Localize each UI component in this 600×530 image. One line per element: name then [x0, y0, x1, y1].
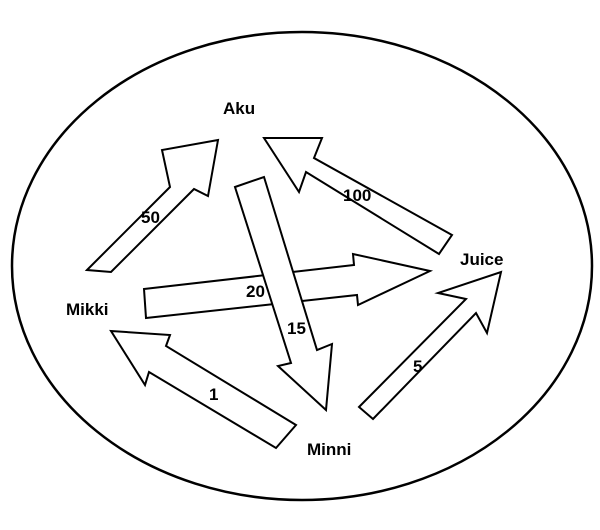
edge-label-mikki-juice: 20 — [246, 282, 265, 301]
edge-arrow-mikki-aku — [84, 138, 220, 274]
edge-label-mikki-aku: 50 — [141, 208, 160, 227]
edge-arrow-minni-juice — [357, 270, 503, 421]
edge-arrow-juice-aku — [262, 137, 454, 256]
edge-label-juice-aku: 100 — [343, 186, 371, 205]
edge-arrow-minni-mikki — [109, 329, 298, 450]
node-label-aku: Aku — [223, 99, 255, 118]
edge-label-aku-minni: 15 — [287, 319, 306, 338]
edge-arrow-aku-minni — [233, 175, 334, 413]
node-label-juice: Juice — [460, 250, 503, 269]
node-label-mikki: Mikki — [66, 300, 109, 319]
node-label-minni: Minni — [307, 440, 351, 459]
diagram-boundary-ellipse — [10, 30, 594, 502]
edge-label-minni-mikki: 1 — [209, 385, 218, 404]
arrows-group — [84, 137, 503, 450]
edge-label-minni-juice: 5 — [413, 357, 422, 376]
